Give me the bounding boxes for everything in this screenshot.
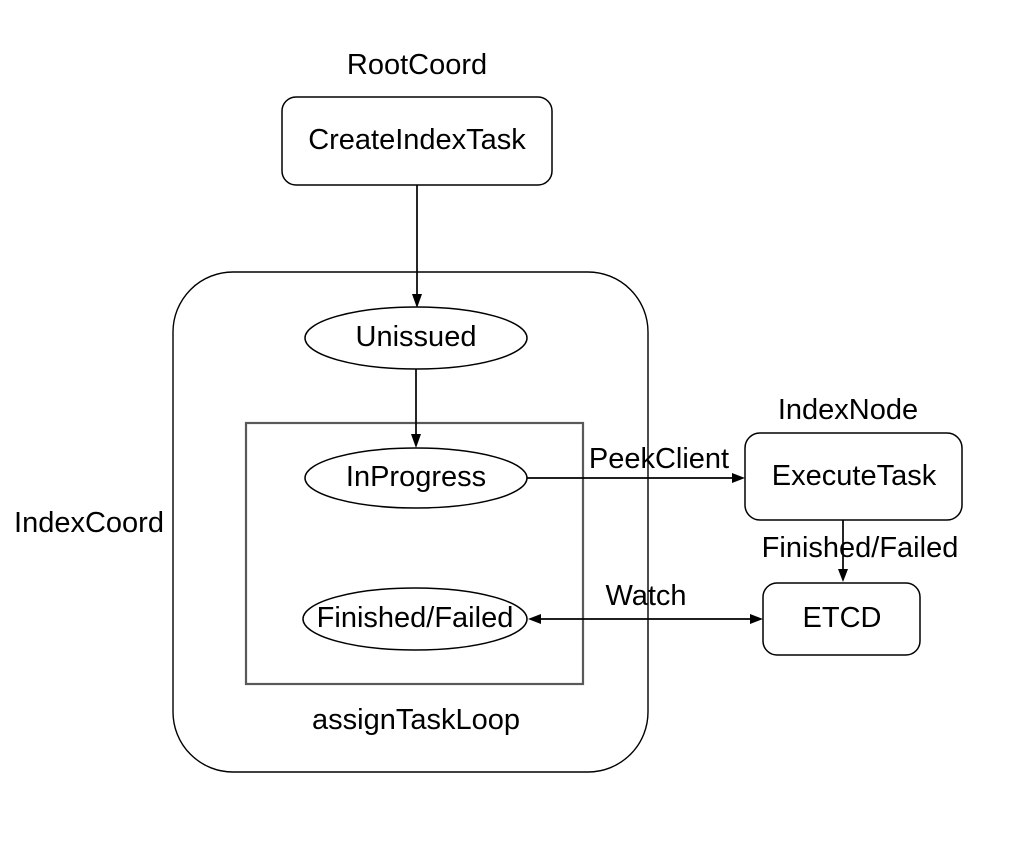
finished-failed-state-label: Finished/Failed <box>316 602 514 635</box>
arrowhead-right-icon <box>750 614 763 624</box>
edge-unissued-to-in-progress <box>411 369 421 448</box>
arrowhead-down-icon <box>411 434 421 448</box>
peek-client-edge-label: PeekClient <box>588 443 730 476</box>
arrowhead-right-icon <box>732 473 745 483</box>
arrowhead-down-icon <box>838 569 848 582</box>
edge-peek-client <box>527 473 745 483</box>
edge-create-index-task-to-unissued <box>412 185 422 308</box>
unissued-node <box>304 306 528 370</box>
arrowhead-left-icon <box>528 614 541 624</box>
create-index-task-node <box>281 96 553 186</box>
unissued-label: Unissued <box>355 321 477 354</box>
watch-edge-label: Watch <box>605 580 687 613</box>
finished-failed-edge-label: Finished/Failed <box>761 532 959 565</box>
etcd-label: ETCD <box>802 602 882 635</box>
assign-task-loop-label: assignTaskLoop <box>312 704 520 737</box>
create-index-task-label: CreateIndexTask <box>308 124 526 157</box>
etcd-node <box>762 582 921 656</box>
finished-failed-node <box>302 587 528 651</box>
edge-watch-bidirectional <box>528 614 763 624</box>
in-progress-label: InProgress <box>345 461 487 494</box>
assign-task-loop-box <box>244 421 585 686</box>
in-progress-node <box>304 447 528 509</box>
index-coord-container-label: IndexCoord <box>14 507 164 540</box>
index-node-group-label: IndexNode <box>777 394 919 427</box>
index-coord-container <box>172 271 649 773</box>
execute-task-label: ExecuteTask <box>771 460 937 493</box>
root-coord-group-label: RootCoord <box>346 49 488 82</box>
execute-task-node <box>744 432 963 521</box>
arrowhead-down-icon <box>412 294 422 308</box>
edge-execute-task-to-etcd <box>838 520 848 582</box>
